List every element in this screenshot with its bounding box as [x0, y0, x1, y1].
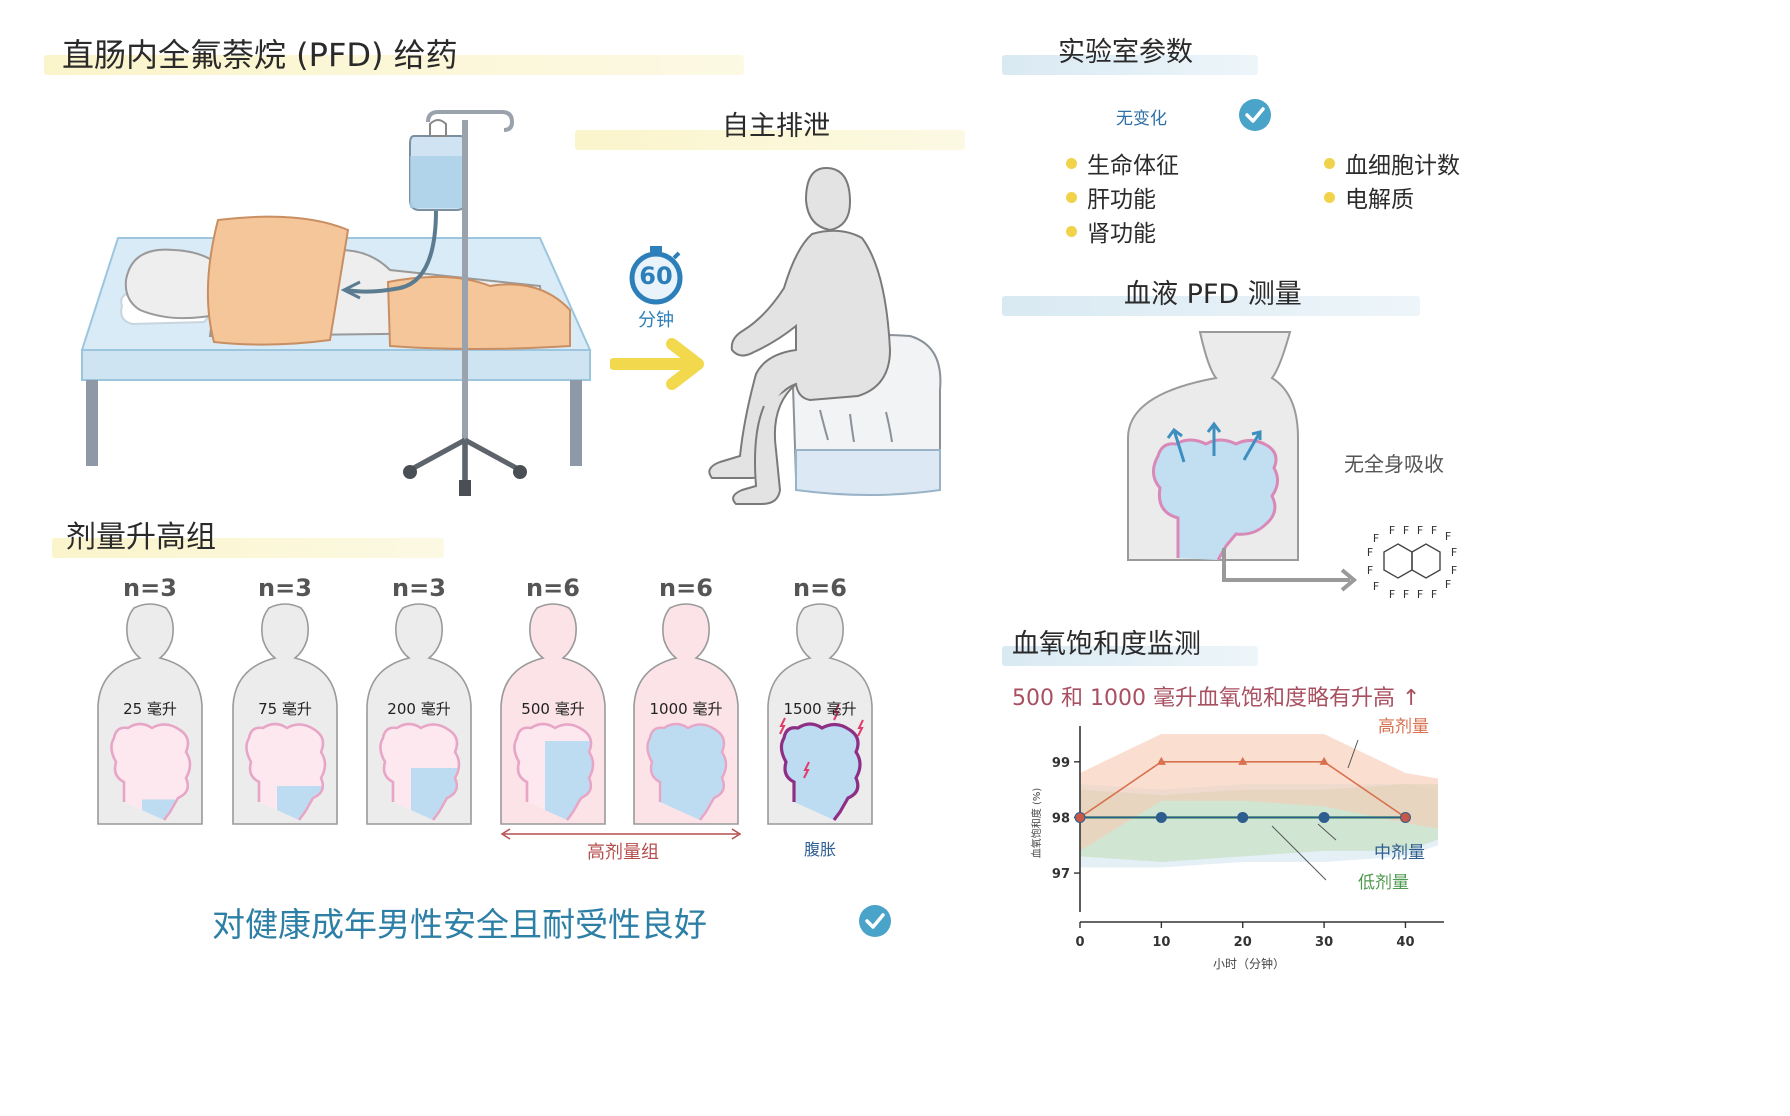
mid-dose-marker — [1318, 811, 1330, 823]
expulsion-title: 自主排泄 — [722, 111, 830, 142]
spo2-note: 500 和 1000 毫升血氧饱和度略有升高 ↑ — [1012, 686, 1421, 711]
lab-title: 实验室参数 — [1058, 37, 1193, 68]
body-figure — [366, 603, 472, 825]
high-dose-marker — [1319, 756, 1329, 765]
fluorine-atom-label: F — [1403, 524, 1409, 537]
stopwatch-icon — [629, 246, 683, 305]
fluorine-atom-label: F — [1403, 588, 1409, 601]
y-tick-label: 98 — [1052, 811, 1070, 826]
x-tick-label: 0 — [1075, 935, 1084, 950]
lab-list-col1: 生命体征 肝功能 肾功能 — [1066, 146, 1179, 248]
body-figure — [767, 603, 873, 825]
dose-group-title: 剂量升高组 — [66, 520, 216, 555]
group-n-label: n=6 — [793, 574, 847, 602]
fluorine-atom-label: F — [1367, 564, 1373, 577]
high-dose-marker — [1156, 756, 1166, 765]
band-high-dose — [1080, 734, 1438, 851]
x-tick-label: 10 — [1152, 935, 1170, 950]
admin-title: 直肠内全氟萘烷 (PFD) 给药 — [62, 36, 458, 74]
blood-title: 血液 PFD 测量 — [1124, 279, 1302, 310]
body-figure — [232, 603, 338, 825]
torso-colon-illustration — [1127, 331, 1358, 592]
body-figure — [97, 603, 203, 825]
fluorine-atom-label: F — [1431, 588, 1437, 601]
high-dose-marker — [1238, 756, 1248, 765]
group-n-label: n=6 — [526, 574, 580, 602]
group-n-label: n=6 — [659, 574, 713, 602]
leader-line — [1271, 825, 1327, 881]
x-axis-label: 小时（分钟） — [1213, 956, 1285, 971]
group-n-label: n=3 — [258, 574, 312, 602]
lab-item: 电解质 — [1324, 180, 1460, 214]
dose-label: 1500 毫升 — [783, 700, 857, 718]
fluorine-atom-label: F — [1451, 564, 1457, 577]
fluorine-atom-label: F — [1451, 546, 1457, 559]
high-dose-bracket — [500, 828, 742, 840]
mid-dose-marker — [1155, 811, 1167, 823]
lab-item: 肾功能 — [1066, 214, 1179, 248]
fluorine-atom-label: F — [1373, 580, 1379, 593]
conclusion-text: 对健康成年男性安全且耐受性良好 — [212, 905, 707, 944]
y-axis-label: 血氧饱和度 (%) — [1030, 788, 1043, 859]
fluorine-atom-label: F — [1445, 530, 1451, 543]
timer-unit: 分钟 — [638, 310, 674, 331]
fluorine-atom-label: F — [1373, 532, 1379, 545]
arrow-right-icon — [610, 338, 704, 390]
x-tick-label: 20 — [1234, 935, 1252, 950]
fluorine-atom-label: F — [1445, 578, 1451, 591]
leader-line — [1347, 739, 1359, 769]
spo2-title: 血氧饱和度监测 — [1012, 629, 1201, 660]
series-label: 低剂量 — [1358, 873, 1409, 893]
fluorine-atom-label: F — [1417, 524, 1423, 537]
body-figure — [500, 603, 606, 825]
leader-line — [1317, 823, 1337, 841]
series-label: 中剂量 — [1374, 843, 1425, 863]
dose-label: 25 毫升 — [123, 700, 177, 718]
checkmark-icon — [1239, 99, 1271, 131]
timer-value: 60 — [639, 262, 673, 290]
patient-on-bed-illustration — [80, 110, 592, 496]
dose-label: 75 毫升 — [258, 700, 312, 718]
x-tick-label: 30 — [1315, 935, 1333, 950]
checkmark-icon — [859, 905, 891, 937]
mid-dose-marker — [1074, 811, 1086, 823]
lab-item: 血细胞计数 — [1324, 146, 1460, 180]
y-tick-label: 97 — [1052, 867, 1070, 882]
molecule-ring — [1411, 543, 1441, 579]
fluorine-atom-label: F — [1389, 524, 1395, 537]
high-dose-label: 高剂量组 — [587, 842, 659, 863]
seated-person-illustration — [708, 166, 942, 505]
mid-dose-marker — [1237, 811, 1249, 823]
fluorine-atom-label: F — [1431, 524, 1437, 537]
fluorine-atom-label: F — [1417, 588, 1423, 601]
bloating-label: 腹胀 — [803, 840, 836, 859]
y-tick-label: 99 — [1052, 756, 1070, 771]
group-n-label: n=3 — [392, 574, 446, 602]
dose-label: 1000 毫升 — [649, 700, 723, 718]
no-absorption-label: 无全身吸收 — [1344, 452, 1444, 476]
dose-label: 500 毫升 — [521, 700, 585, 718]
fluorine-atom-label: F — [1367, 546, 1373, 559]
body-figure — [633, 603, 739, 825]
no-change-label: 无变化 — [1116, 109, 1167, 129]
mid-dose-marker — [1399, 811, 1411, 823]
lab-item: 生命体征 — [1066, 146, 1179, 180]
series-label: 高剂量 — [1378, 717, 1429, 737]
lab-item: 肝功能 — [1066, 180, 1179, 214]
group-n-label: n=3 — [123, 574, 177, 602]
lab-list-col2: 血细胞计数 电解质 — [1324, 146, 1460, 214]
molecule-ring — [1383, 543, 1413, 579]
fluorine-atom-label: F — [1389, 588, 1395, 601]
x-tick-label: 40 — [1396, 935, 1414, 950]
dose-label: 200 毫升 — [387, 700, 451, 718]
